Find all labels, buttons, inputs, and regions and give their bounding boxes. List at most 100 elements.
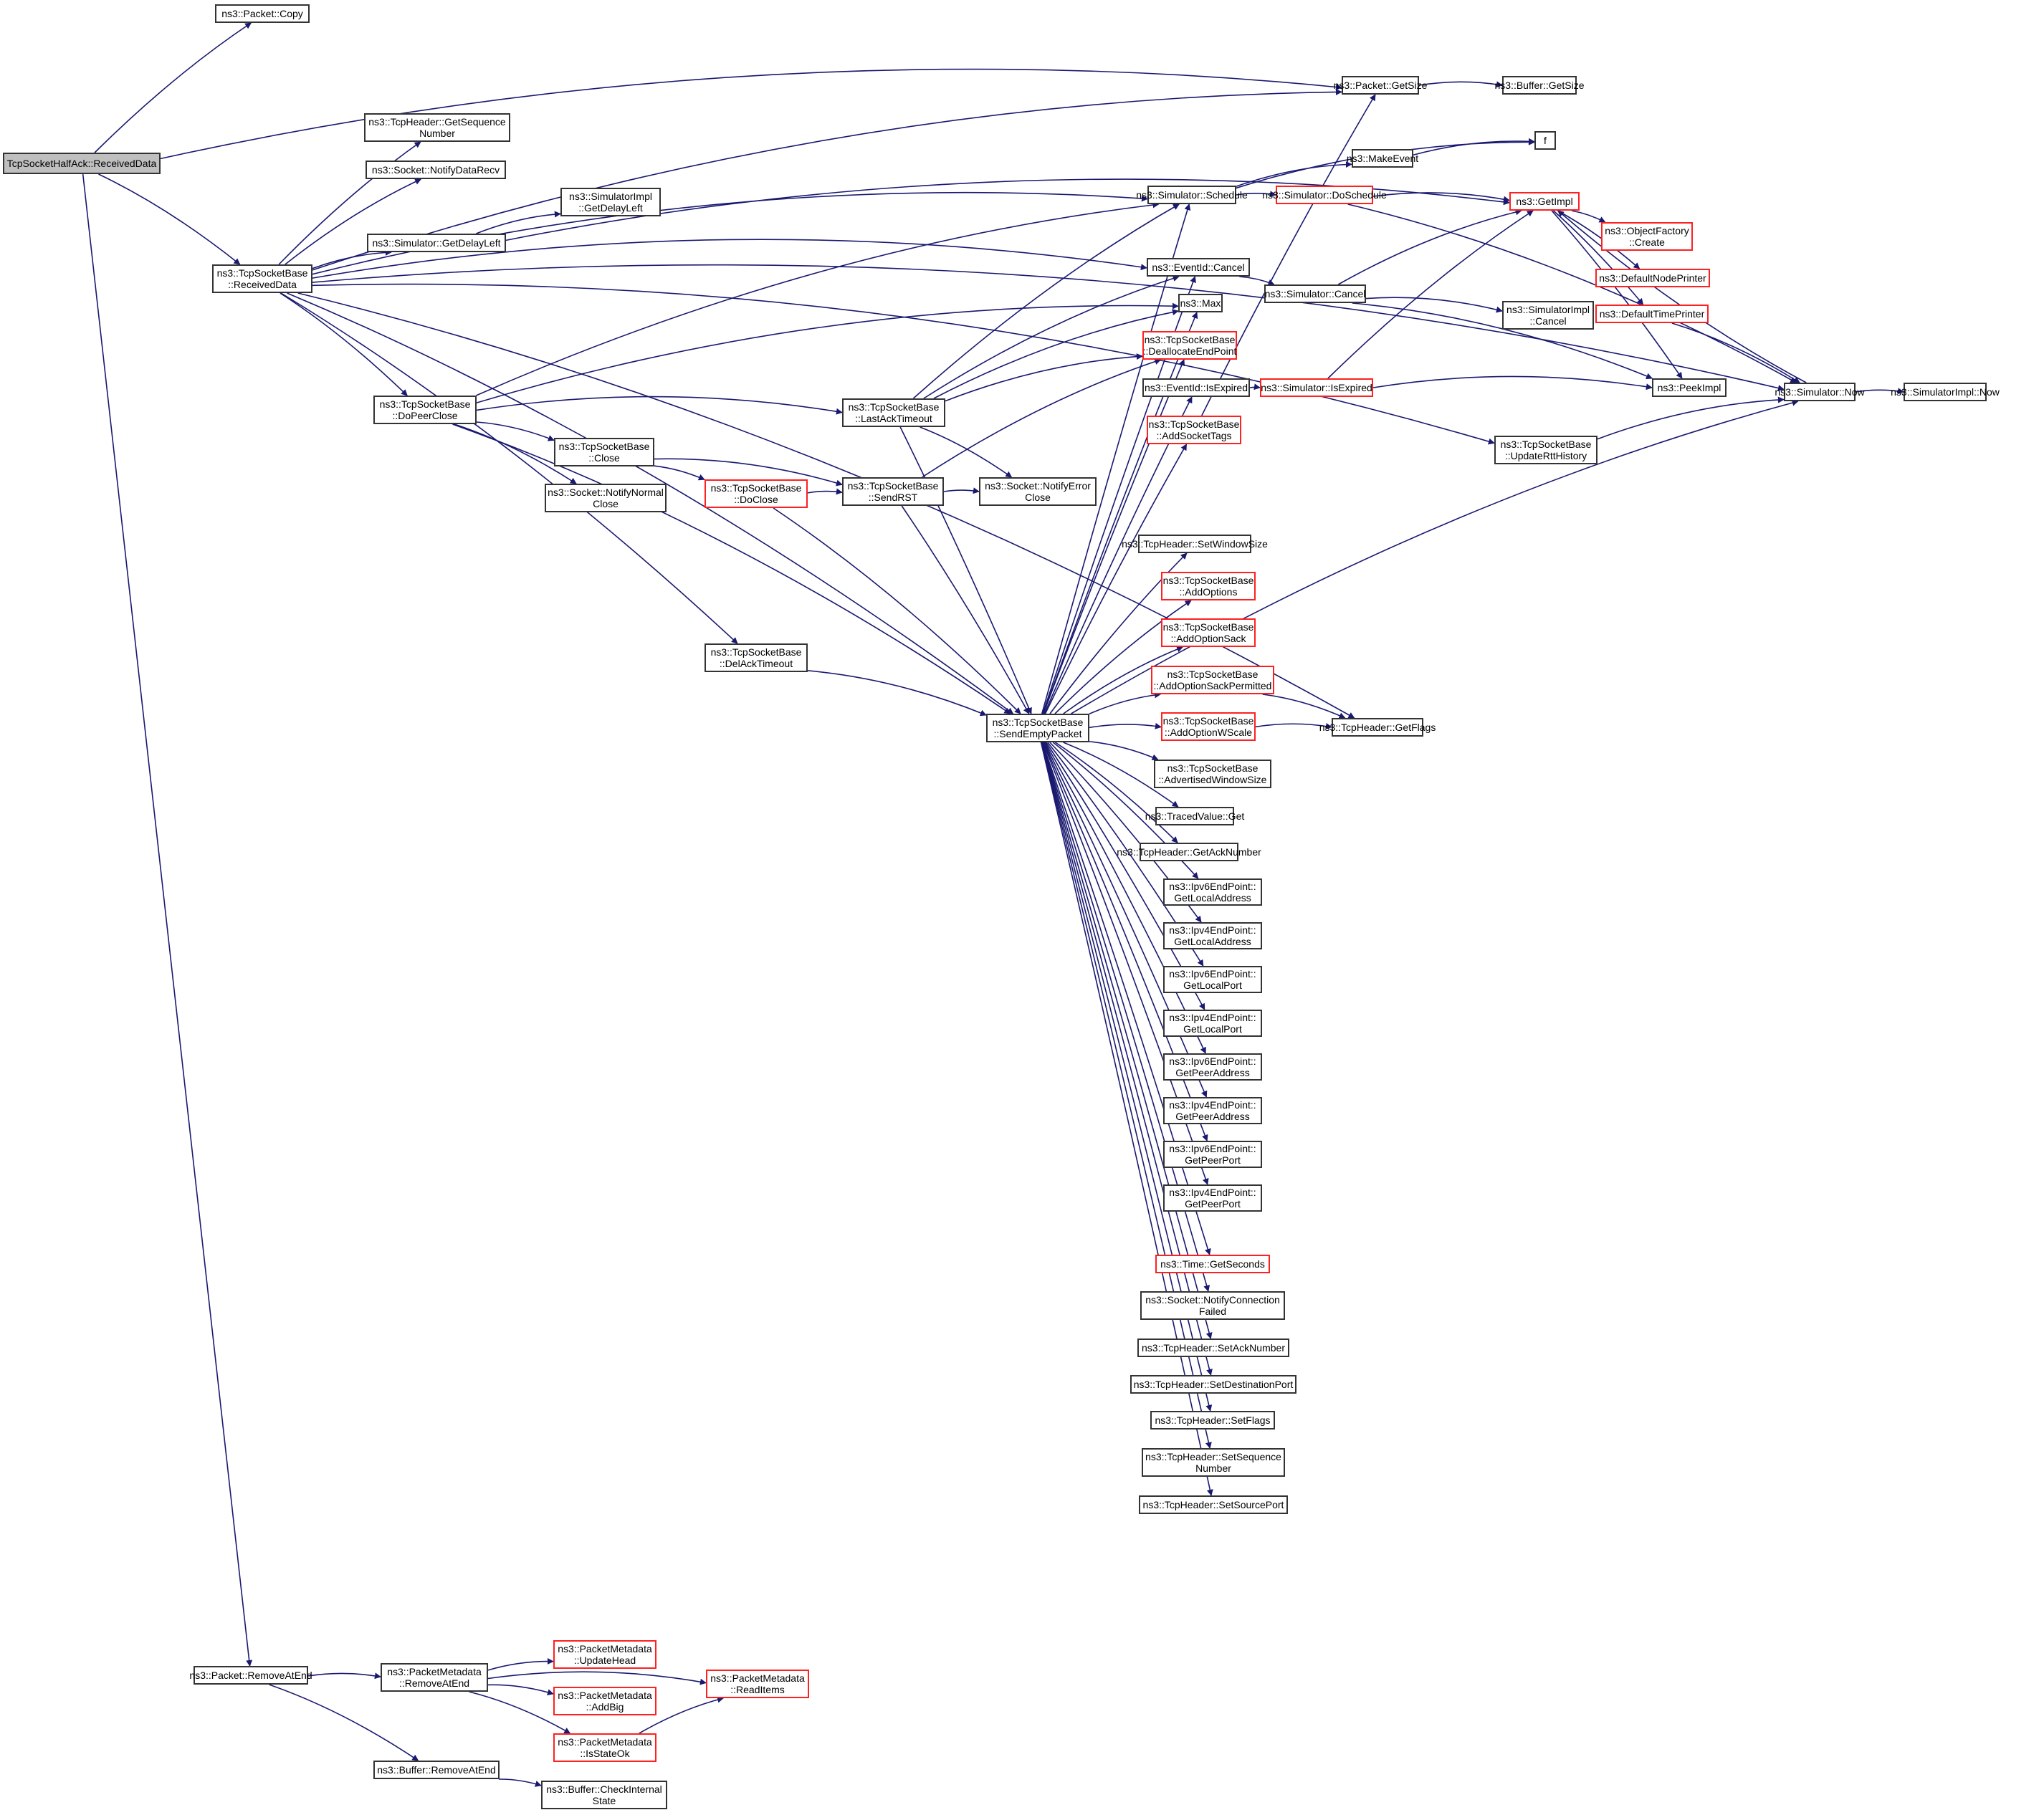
node-evcancel[interactable]: ns3::EventId::Cancel [1147,258,1250,277]
node-v4peeraddr[interactable]: ns3::Ipv4EndPoint::GetPeerAddress [1163,1097,1262,1124]
node-notifydata[interactable]: ns3::Socket::NotifyDataRecv [366,161,506,179]
node-simexpired[interactable]: ns3::Simulator::IsExpired [1260,378,1373,397]
node-label: GetPeerAddress [1175,1067,1250,1078]
node-label: f [1544,135,1547,146]
node-v6locaddr[interactable]: ns3::Ipv6EndPoint::GetLocalAddress [1163,878,1262,906]
node-delack[interactable]: ns3::TcpSocketBase::DelAckTimeout [705,643,808,672]
node-label: State [592,1795,616,1806]
node-schedule[interactable]: ns3::Simulator::Schedule [1136,186,1248,204]
node-doschedule[interactable]: ns3::Simulator::DoSchedule [1262,186,1387,204]
node-addsackperm[interactable]: ns3::TcpSocketBase::AddOptionSackPermitt… [1151,666,1274,694]
node-simimplcancel[interactable]: ns3::SimulatorImpl::Cancel [1502,301,1594,330]
node-sendempty[interactable]: ns3::TcpSocketBase::SendEmptyPacket [986,714,1089,742]
node-label: ::LastAckTimeout [855,413,932,424]
node-v6locport[interactable]: ns3::Ipv6EndPoint::GetLocalPort [1163,966,1262,993]
node-makeevent[interactable]: ns3::MakeEvent [1347,149,1418,168]
node-tracedget[interactable]: ns3::TracedValue::Get [1145,807,1244,825]
node-addopts[interactable]: ns3::TcpSocketBase::AddOptions [1161,572,1256,600]
node-v4locaddr[interactable]: ns3::Ipv4EndPoint::GetLocalAddress [1163,922,1262,949]
edge-sendempty-to-v6peeraddr [1044,742,1206,1054]
node-objcreate[interactable]: ns3::ObjectFactory::Create [1601,222,1693,251]
node-defnode[interactable]: ns3::DefaultNodePrinter [1595,269,1710,287]
node-simcancel[interactable]: ns3::Simulator::Cancel [1264,284,1366,303]
node-addtags[interactable]: ns3::TcpSocketBase::AddSocketTags [1147,416,1241,444]
node-label: ns3::Socket::NotifyConnection [1145,1294,1280,1306]
node-pmstateok[interactable]: ns3::PacketMetadata::IsStateOk [553,1733,656,1762]
node-pcopy[interactable]: ns3::Packet::Copy [215,4,310,23]
node-label: ns3::TcpSocketBase [1148,418,1240,430]
node-bgetsize[interactable]: ns3::Buffer::GetSize [1494,76,1585,95]
node-dealloc[interactable]: ns3::TcpSocketBase::DeallocateEndPoint [1142,331,1237,360]
node-pmread[interactable]: ns3::PacketMetadata::ReadItems [706,1670,809,1698]
edge-addsackperm-to-getflags [1262,694,1346,719]
node-dopeerclose[interactable]: ns3::TcpSocketBase::DoPeerClose [373,396,477,424]
edge-tsbrecv-to-evcancel [312,239,1147,279]
edge-simexpired-to-peekimpl [1372,375,1653,391]
node-sendrst[interactable]: ns3::TcpSocketBase::SendRST [842,477,944,506]
node-deftime[interactable]: ns3::DefaultTimePrinter [1595,305,1709,323]
node-label: ns3::GetImpl [1516,196,1573,207]
edge-simcancel-to-simimplcancel [1365,297,1503,313]
node-label: ns3::TcpHeader::SetAckNumber [1142,1342,1285,1354]
edge-tsbrecv-to-notifydata [285,178,422,265]
node-bremove[interactable]: ns3::Buffer::RemoveAtEnd [373,1761,500,1779]
node-setflags[interactable]: ns3::TcpHeader::SetFlags [1150,1411,1275,1430]
node-label: ::AdvertisedWindowSize [1158,774,1267,785]
node-getimpl[interactable]: ns3::GetImpl [1509,192,1580,211]
node-close[interactable]: ns3::TcpSocketBase::Close [554,438,654,466]
node-doclose[interactable]: ns3::TcpSocketBase::DoClose [705,479,808,508]
node-v4peerport[interactable]: ns3::Ipv4EndPoint::GetPeerPort [1163,1184,1262,1212]
node-tsbrecv[interactable]: ns3::TcpSocketBase::ReceivedData [212,264,312,293]
node-addsack[interactable]: ns3::TcpSocketBase::AddOptionSack [1161,618,1256,647]
node-label: ns3::TcpSocketBase [710,482,802,494]
node-v6peeraddr[interactable]: ns3::Ipv6EndPoint::GetPeerAddress [1163,1053,1262,1081]
node-label: ::ReadItems [730,1684,785,1695]
node-getack[interactable]: ns3::TcpHeader::GetAckNumber [1117,843,1261,861]
node-label: ::RemoveAtEnd [398,1677,470,1689]
node-pmaddbig[interactable]: ns3::PacketMetadata::AddBig [553,1687,656,1715]
node-v6peerport[interactable]: ns3::Ipv6EndPoint::GetPeerPort [1163,1141,1262,1168]
node-getsecs[interactable]: ns3::Time::GetSeconds [1155,1255,1270,1273]
node-updrtt[interactable]: ns3::TcpSocketBase::UpdateRttHistory [1494,436,1598,464]
node-root[interactable]: TcpSocketHalfAck::ReceivedData [3,153,161,174]
node-simimplgdl[interactable]: ns3::SimulatorImpl::GetDelayLeft [560,188,661,216]
node-setsrc[interactable]: ns3::TcpHeader::SetSourcePort [1139,1495,1288,1514]
edge-tsbrecv-to-pgetsize [312,88,1342,271]
edge-dopeerclose-to-lastack [476,396,843,415]
node-f[interactable]: f [1534,131,1556,150]
edge-close-to-sendrst [654,458,843,487]
node-simgdl[interactable]: ns3::Simulator::GetDelayLeft [367,234,506,252]
node-label: ::DoPeerClose [392,410,458,421]
node-setack[interactable]: ns3::TcpHeader::SetAckNumber [1137,1338,1289,1357]
node-premove[interactable]: ns3::Packet::RemoveAtEnd [189,1666,312,1685]
node-simimplnow[interactable]: ns3::SimulatorImpl::Now [1891,383,2000,401]
node-simnow[interactable]: ns3::Simulator::Now [1775,383,1865,401]
node-pgetsize[interactable]: ns3::Packet::GetSize [1334,76,1427,95]
node-setwin[interactable]: ns3::TcpHeader::SetWindowSize [1122,535,1268,553]
node-setdst[interactable]: ns3::TcpHeader::SetDestinationPort [1130,1375,1296,1394]
node-getflags[interactable]: ns3::TcpHeader::GetFlags [1319,718,1436,737]
edge-sendempty-to-setwin [1049,552,1188,714]
node-max[interactable]: ns3::Max [1178,294,1223,312]
edge-getimpl-to-deftime [1552,210,1644,305]
edge-sendempty-to-setdst [1041,742,1213,1376]
node-evexpired[interactable]: ns3::EventId::IsExpired [1142,378,1250,397]
node-pmupdhead[interactable]: ns3::PacketMetadata::UpdateHead [553,1640,656,1669]
node-peekimpl[interactable]: ns3::PeekImpl [1652,378,1727,397]
node-addwscale[interactable]: ns3::TcpSocketBase::AddOptionWScale [1161,712,1256,741]
node-lastack[interactable]: ns3::TcpSocketBase::LastAckTimeout [842,398,945,427]
edge-lastack-to-sendempty [899,426,1032,714]
node-v4locport[interactable]: ns3::Ipv4EndPoint::GetLocalPort [1163,1010,1262,1037]
node-label: ns3::Max [1180,297,1221,309]
edge-premove-to-pmremove [307,1672,381,1680]
edge-deftime-to-simnow [1671,322,1800,383]
node-label: ::GetDelayLeft [578,202,643,214]
node-pmremove[interactable]: ns3::PacketMetadata::RemoveAtEnd [381,1663,488,1692]
node-advwin[interactable]: ns3::TcpSocketBase::AdvertisedWindowSize [1154,760,1271,788]
